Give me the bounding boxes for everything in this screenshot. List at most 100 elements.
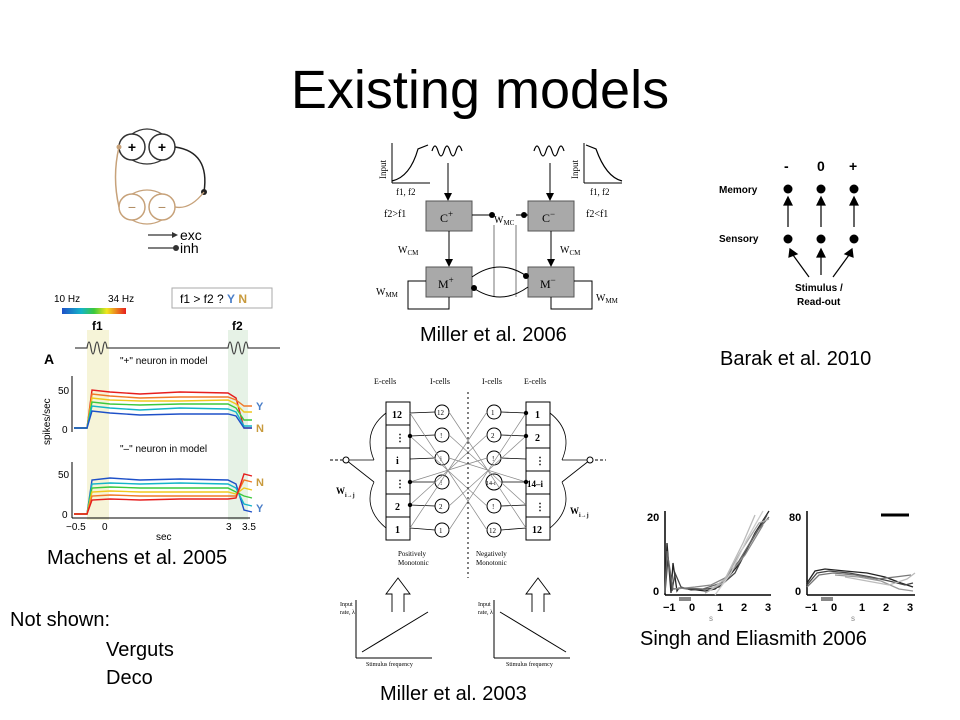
m-plus: M [438,277,449,291]
ytick-top-0: 0 [62,425,68,436]
top-n-label: N [256,423,264,435]
left-xtick-neg1: −1 [663,602,676,614]
not-shown-heading: Not shown: [10,609,111,631]
svg-text:WMM: WMM [376,287,399,299]
right-f1f2: f1, f2 [590,187,610,197]
w-mm-right: W [596,293,606,304]
icells-right: I-cells [482,377,502,386]
xtick-0: 0 [102,522,108,533]
col-minus: - [784,158,789,174]
svg-text:f1 > f2 ? Y N: f1 > f2 ? Y N [180,292,247,306]
right-cell-2: 2 [535,433,540,444]
w-mm-left: W [376,287,386,298]
left-xunit: s [709,614,713,623]
svg-text:WMM: WMM [596,293,619,305]
right-xtick-0: 0 [831,602,837,614]
right-xtick-2: 2 [883,602,889,614]
ytick-bottom-0: 0 [62,510,68,521]
slide-title: Existing models [290,60,670,120]
left-icell-i: i [440,455,442,463]
scale-high-label: 34 Hz [108,294,134,305]
condition-y: Y [227,292,235,306]
right-cell-12: 12 [532,525,542,536]
svg-text:M−: M− [540,275,556,291]
left-f1f2: f1, f2 [396,187,416,197]
svg-text:C+: C+ [440,209,453,225]
pos-mono-2: Monotonic [398,559,429,567]
stim-freq-right: Stimulus frequency [506,661,553,668]
icells-left: I-cells [430,377,450,386]
left-cell-12: 12 [392,410,402,421]
scale-low-label: 10 Hz [54,294,80,305]
panel-label: A [44,351,54,367]
plus-label-1: + [128,139,136,155]
legend-exc: exc [180,227,202,243]
caption-barak: Barak et al. 2010 [720,348,872,370]
svg-text:WMC: WMC [494,215,515,227]
color-scale-bar [62,308,126,314]
right-icell-dots1: ! [492,455,494,463]
xtick-3: 3 [226,522,232,533]
right-cell-14i: 14–i [527,479,544,489]
col-plus: + [849,158,857,174]
left-cell-dots1: ⋮ [395,433,405,444]
xlabel: sec [156,532,172,542]
ytick-top-50: 50 [58,386,70,397]
bottom-n-label: N [256,477,264,489]
right-icell-14i: 14-i [486,481,496,487]
caption-miller2006: Miller et al. 2006 [420,324,567,346]
right-input-label: Input [570,160,580,179]
svg-text:C−: C− [542,209,555,225]
m-minus: M [540,277,551,291]
right-cell-dots2: ⋮ [535,502,545,513]
left-xtick-1: 1 [717,602,723,614]
condition-n: N [238,292,247,306]
stim2-label: f2 [232,319,243,333]
right-xtick-1: 1 [859,602,865,614]
sensory-label: Sensory [719,234,759,245]
svg-text:Wi→j: Wi→j [336,486,355,499]
right-ymax: 80 [789,512,801,524]
condition-box [171,287,273,309]
left-cell-dots2: ⋮ [395,479,405,490]
right-icell-1: 1 [491,409,495,417]
right-xtick-neg1: −1 [805,602,818,614]
right-cell-dots1: ⋮ [535,456,545,467]
left-cell-i: i [396,456,399,467]
w-left: W [336,486,345,496]
svg-text:WCM: WCM [560,245,581,257]
left-cell-2: 2 [395,502,400,513]
not-shown-item-deco: Deco [106,667,153,689]
ylabel: spikes/sec [42,398,53,445]
neg-mono-1: Negatively [476,550,507,558]
miller2003-figure: E-cells I-cells I-cells E-cells 12 ⋮ i ⋮… [322,372,614,668]
input-rate-right-2: rate, λ [478,610,493,616]
right-ymin: 0 [795,586,801,598]
memory-dot-minus [783,184,793,194]
minus-label-2: − [158,199,166,215]
right-icell-dots2: ! [492,503,494,511]
ecells-left: E-cells [374,377,396,386]
left-icell-dots1: ! [440,432,442,440]
bottom-y-label: Y [256,503,264,515]
xtick-neg05: −0.5 [66,522,86,533]
input-rate-left-2: rate, λ [340,610,355,616]
circuit-diagram: + + − − exc inh [110,122,230,262]
ytick-bottom-50: 50 [58,470,70,481]
input-rate-right-1: Input [478,602,491,608]
machens-figure: 10 Hz 34 Hz f1 > f2 ? Y N f1 f2 A "+" ne… [40,280,290,543]
sensory-dot-minus [783,234,793,244]
w-right: W [570,506,579,516]
sensory-dot-plus [849,234,859,244]
left-ymax: 20 [647,512,659,524]
right-icell-12: 12 [489,527,497,535]
not-shown-item-verguts: Verguts [106,639,174,661]
c-minus: C [542,211,550,225]
w-cm-left: W [398,245,408,256]
top-y-label: Y [256,401,264,413]
condition-text: f1 > f2 ? [180,292,227,306]
minus-label-1: − [128,199,136,215]
readout-label: Read-out [797,297,841,308]
neg-mono-2: Monotonic [476,559,507,567]
c-plus: C [440,211,448,225]
